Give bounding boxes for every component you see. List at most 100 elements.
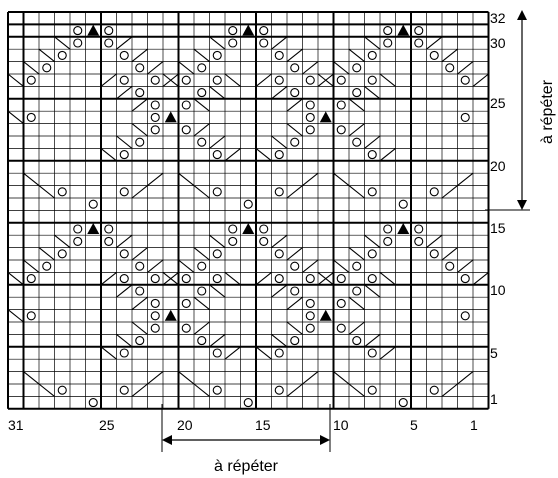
right-slant-symbol <box>302 259 319 273</box>
yarn-over-symbol <box>352 261 362 271</box>
right-slant-symbol <box>100 271 117 286</box>
col-number-20: 20 <box>177 417 193 433</box>
right-slant-symbol <box>472 73 489 87</box>
yarn-over-symbol <box>150 323 160 333</box>
yarn-over-symbol <box>135 63 145 73</box>
yarn-over-symbol <box>274 50 284 60</box>
left-slant-symbol <box>193 48 210 63</box>
yarn-over-symbol <box>445 63 455 73</box>
decrease-symbol <box>87 223 100 234</box>
right-slant-symbol <box>286 383 303 397</box>
yarn-over-symbol <box>414 38 424 48</box>
yarn-over-symbol <box>352 88 362 98</box>
stitch-grid <box>7 11 490 410</box>
yarn-over-symbol <box>57 187 67 197</box>
yarn-over-symbol <box>274 150 284 160</box>
yarn-over-symbol <box>383 38 393 48</box>
left-slant-symbol <box>333 61 350 75</box>
right-slant-symbol <box>286 185 303 199</box>
right-slant-symbol <box>302 371 319 385</box>
yarn-over-symbol <box>290 261 300 271</box>
decrease-symbol <box>242 223 255 234</box>
yarn-over-symbol <box>259 26 269 36</box>
yarn-over-symbol <box>26 311 36 321</box>
left-slant-symbol <box>116 135 133 149</box>
left-slant-symbol <box>38 383 55 397</box>
yarn-over-symbol <box>119 274 129 284</box>
right-slant-symbol <box>147 172 164 187</box>
yarn-over-symbol <box>367 150 377 160</box>
yarn-over-symbol <box>290 336 300 346</box>
right-slant-symbol <box>457 172 474 187</box>
left-slant-symbol <box>162 73 179 87</box>
yarn-over-symbol <box>429 50 439 60</box>
col-number-10: 10 <box>333 417 349 433</box>
yarn-over-symbol <box>305 298 315 308</box>
left-slant-symbol <box>348 247 365 261</box>
right-slant-symbol <box>116 36 133 50</box>
yarn-over-symbol <box>150 298 160 308</box>
right-slant-symbol <box>116 85 133 100</box>
right-slant-symbol <box>271 284 288 298</box>
yarn-over-symbol <box>274 348 284 358</box>
yarn-over-symbol <box>352 286 362 296</box>
left-slant-symbol <box>23 259 40 273</box>
yarn-over-symbol <box>274 75 284 85</box>
right-slant-symbol <box>116 284 133 298</box>
left-slant-symbol <box>364 284 381 298</box>
horizontal-arrow-head-left <box>162 435 172 445</box>
yarn-over-symbol <box>181 125 191 135</box>
right-slant-symbol <box>457 259 474 273</box>
yarn-over-symbol <box>119 348 129 358</box>
right-slant-symbol <box>271 36 288 50</box>
yarn-over-symbol <box>181 323 191 333</box>
yarn-over-symbol <box>181 274 191 284</box>
left-slant-symbol <box>379 73 396 87</box>
yarn-over-symbol <box>460 112 470 122</box>
right-slant-symbol <box>302 61 319 75</box>
left-slant-symbol <box>209 85 226 100</box>
yarn-over-symbol <box>119 187 129 197</box>
left-slant-symbol <box>100 346 117 360</box>
yarn-over-symbol <box>274 187 284 197</box>
right-slant-symbol <box>131 48 148 63</box>
yarn-over-symbol <box>305 75 315 85</box>
yarn-over-symbol <box>119 75 129 85</box>
chart-labels: 1 5 10 15 20 25 30 32 31 25 20 15 10 5 1… <box>8 10 556 475</box>
col-number-5: 5 <box>410 417 418 433</box>
yarn-over-symbol <box>274 385 284 395</box>
row-number-32: 32 <box>490 10 506 26</box>
yarn-over-symbol <box>104 38 114 48</box>
yarn-over-symbol <box>212 50 222 60</box>
decrease-symbol <box>87 24 100 36</box>
yarn-over-symbol <box>42 63 52 73</box>
right-slant-symbol <box>302 172 319 187</box>
yarn-over-symbol <box>135 137 145 147</box>
left-slant-symbol <box>193 185 210 199</box>
left-slant-symbol <box>348 296 365 311</box>
yarn-over-symbol <box>119 150 129 160</box>
left-slant-symbol <box>286 321 303 335</box>
yarn-over-symbol <box>305 100 315 110</box>
yarn-over-symbol <box>57 249 67 259</box>
yarn-over-symbol <box>429 249 439 259</box>
yarn-over-symbol <box>367 348 377 358</box>
row-number-25: 25 <box>490 95 506 111</box>
yarn-over-symbol <box>57 385 67 395</box>
decrease-symbol <box>397 24 410 36</box>
right-slant-symbol <box>364 135 381 149</box>
left-slant-symbol <box>178 371 195 385</box>
yarn-over-symbol <box>305 274 315 284</box>
yarn-over-symbol <box>259 38 269 48</box>
left-slant-symbol <box>333 259 350 273</box>
yarn-over-symbol <box>228 224 238 234</box>
left-slant-symbol <box>224 271 241 286</box>
yarn-over-symbol <box>305 112 315 122</box>
yarn-over-symbol <box>150 100 160 110</box>
yarn-over-symbol <box>88 398 98 408</box>
yarn-over-symbol <box>73 224 83 234</box>
left-slant-symbol <box>348 185 365 199</box>
yarn-over-symbol <box>414 236 424 246</box>
yarn-over-symbol <box>414 224 424 234</box>
yarn-over-symbol <box>367 274 377 284</box>
